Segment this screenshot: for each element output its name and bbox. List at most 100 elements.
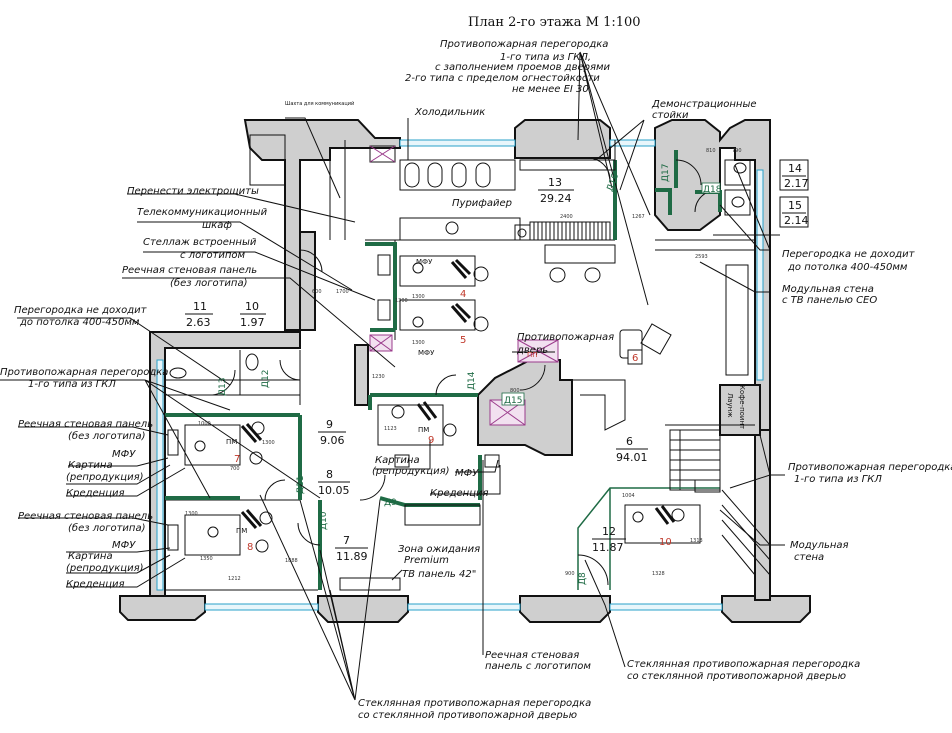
svg-text:1000: 1000: [198, 421, 211, 427]
label-fire-partition-right-2: 1-го типа из ГКЛ: [794, 474, 882, 485]
label-partition-short-left-1: Перегородка не доходит: [14, 305, 148, 316]
label-move-panels: Перенести электрощиты: [127, 186, 259, 197]
wall-bottom-1: [119, 595, 206, 621]
pm-9: ПМ: [418, 426, 429, 434]
label-rack-2: с логотипом: [180, 250, 246, 261]
room-10: 101.97: [240, 300, 266, 329]
label-mfu-left1: МФУ: [112, 449, 136, 460]
dimension-labels: 1300 1300 2400 1267 2593 810 790 1700 13…: [185, 148, 742, 582]
svg-text:14: 14: [788, 162, 802, 175]
label-glass-right-1: Стеклянная противопожарная перегородка: [627, 659, 860, 670]
door-d9: Д9: [384, 498, 397, 508]
label-fire-door-2: дверь: [516, 345, 548, 356]
kitchen-furniture: [369, 145, 616, 283]
label-fire-partition-top-5: не менее EI 30: [512, 84, 589, 95]
workstation-numbers: 4 5 6 7 8 9 10 ПМ ПМ ПМ ПП: [226, 289, 672, 553]
label-painting-center-2: (репродукция): [372, 466, 450, 477]
label-slat-left2-1: Реечная стеновая панель: [18, 511, 153, 522]
label-mfu-center: МФУ: [455, 468, 479, 479]
label-telecom-2: шкаф: [202, 220, 232, 231]
svg-text:1267: 1267: [632, 214, 645, 220]
svg-text:94.01: 94.01: [616, 451, 648, 464]
door-d15: Д15: [504, 396, 522, 406]
plan-title: План 2-го этажа М 1:100: [468, 15, 641, 30]
ws-6: 6: [632, 353, 638, 364]
room-11: 112.63: [185, 300, 213, 329]
svg-text:1212: 1212: [228, 576, 241, 582]
fire-door-code: ПП: [527, 351, 538, 359]
label-painting-left2-2: (репродукция): [66, 563, 144, 574]
svg-text:9.06: 9.06: [320, 434, 345, 447]
wall-bottom-2: [317, 595, 409, 623]
label-slat-logo-2: панель с логотипом: [485, 661, 591, 672]
svg-text:1313: 1313: [690, 538, 703, 544]
svg-text:1888: 1888: [285, 558, 298, 564]
svg-text:10.05: 10.05: [318, 484, 350, 497]
label-modular-wall-tv-2: с ТВ панелью CEO: [782, 295, 877, 306]
svg-text:2.17: 2.17: [784, 177, 809, 190]
workroom-4-5: [377, 254, 489, 332]
pm-8: ПМ: [236, 527, 247, 535]
door-codes: Д18 Д17 Д16 Д15 Д14 Д13 Д12 Д11 Д10 Д9 Д…: [218, 164, 722, 585]
svg-text:1300: 1300: [262, 440, 275, 446]
label-waiting-1: Зона ожидания: [398, 544, 480, 555]
wall-right: [754, 429, 771, 601]
label-painting-center-1: Картина: [375, 455, 420, 466]
door-d18: Д18: [703, 185, 722, 195]
label-slat-left1-1: Реечная стеновая панель: [18, 419, 153, 430]
label-painting-left1-2: (репродукция): [66, 472, 144, 483]
svg-text:6: 6: [626, 435, 633, 448]
svg-text:1700: 1700: [336, 289, 349, 295]
wall-left: [149, 331, 301, 597]
svg-text:1004: 1004: [622, 493, 635, 499]
room-15: 152.14: [779, 196, 809, 228]
svg-text:1300: 1300: [412, 340, 425, 346]
svg-text:1300: 1300: [395, 298, 408, 304]
svg-text:11.87: 11.87: [592, 541, 624, 554]
door-d8: Д8: [578, 572, 588, 585]
label-coffee-point: Кофе-поинт: [738, 385, 746, 429]
svg-text:800: 800: [510, 388, 520, 394]
ws-10: 10: [659, 537, 672, 548]
label-partition-short-right-2: до потолка 400-450мм: [787, 262, 908, 273]
svg-text:1300: 1300: [185, 511, 198, 517]
label-fire-partition-top-4: 2-го типа с пределом огнестойкости: [405, 73, 600, 84]
fire-door-box: [369, 334, 559, 426]
svg-text:10: 10: [245, 300, 259, 313]
svg-text:1230: 1230: [372, 374, 385, 380]
svg-text:29.24: 29.24: [540, 192, 572, 205]
svg-text:900: 900: [565, 571, 575, 577]
label-painting-left1-1: Картина: [68, 460, 113, 471]
wall-inner-left-room: [354, 344, 369, 406]
door-d11: Д11: [296, 476, 306, 494]
label-fire-partition-left-1: Противопожарная перегородка: [0, 367, 168, 378]
svg-text:7: 7: [343, 534, 350, 547]
label-tv-panel: ТВ панель 42": [402, 569, 476, 580]
ws-9: 9: [428, 435, 434, 446]
svg-text:2400: 2400: [560, 214, 573, 220]
door-d12: Д12: [261, 370, 271, 388]
ws-4: 4: [460, 289, 466, 300]
label-slat-left2-2: (без логотипа): [68, 522, 146, 534]
svg-text:15: 15: [788, 199, 802, 212]
pm-7: ПМ: [226, 438, 237, 446]
label-credenza-center: Креденция: [430, 488, 489, 499]
leader-lines: [0, 51, 785, 701]
room-7: 711.89: [335, 534, 368, 563]
label-fire-partition-top-3: с заполнением проемов дверями: [435, 62, 611, 73]
room-8: 810.05: [318, 468, 350, 497]
room-14: 142.17: [779, 159, 809, 191]
svg-text:1328: 1328: [652, 571, 665, 577]
svg-text:1350: 1350: [200, 556, 213, 562]
svg-text:11.89: 11.89: [336, 550, 368, 563]
wall-bottom-4: [721, 595, 811, 623]
svg-text:1123: 1123: [384, 426, 397, 432]
label-glass-bottom-2: со стеклянной противопожарной дверью: [358, 710, 577, 721]
svg-text:2.14: 2.14: [784, 214, 809, 227]
label-demo-stands-1: Демонстрационные: [651, 99, 757, 110]
label-fire-door-1: Противопожарная: [517, 332, 614, 343]
